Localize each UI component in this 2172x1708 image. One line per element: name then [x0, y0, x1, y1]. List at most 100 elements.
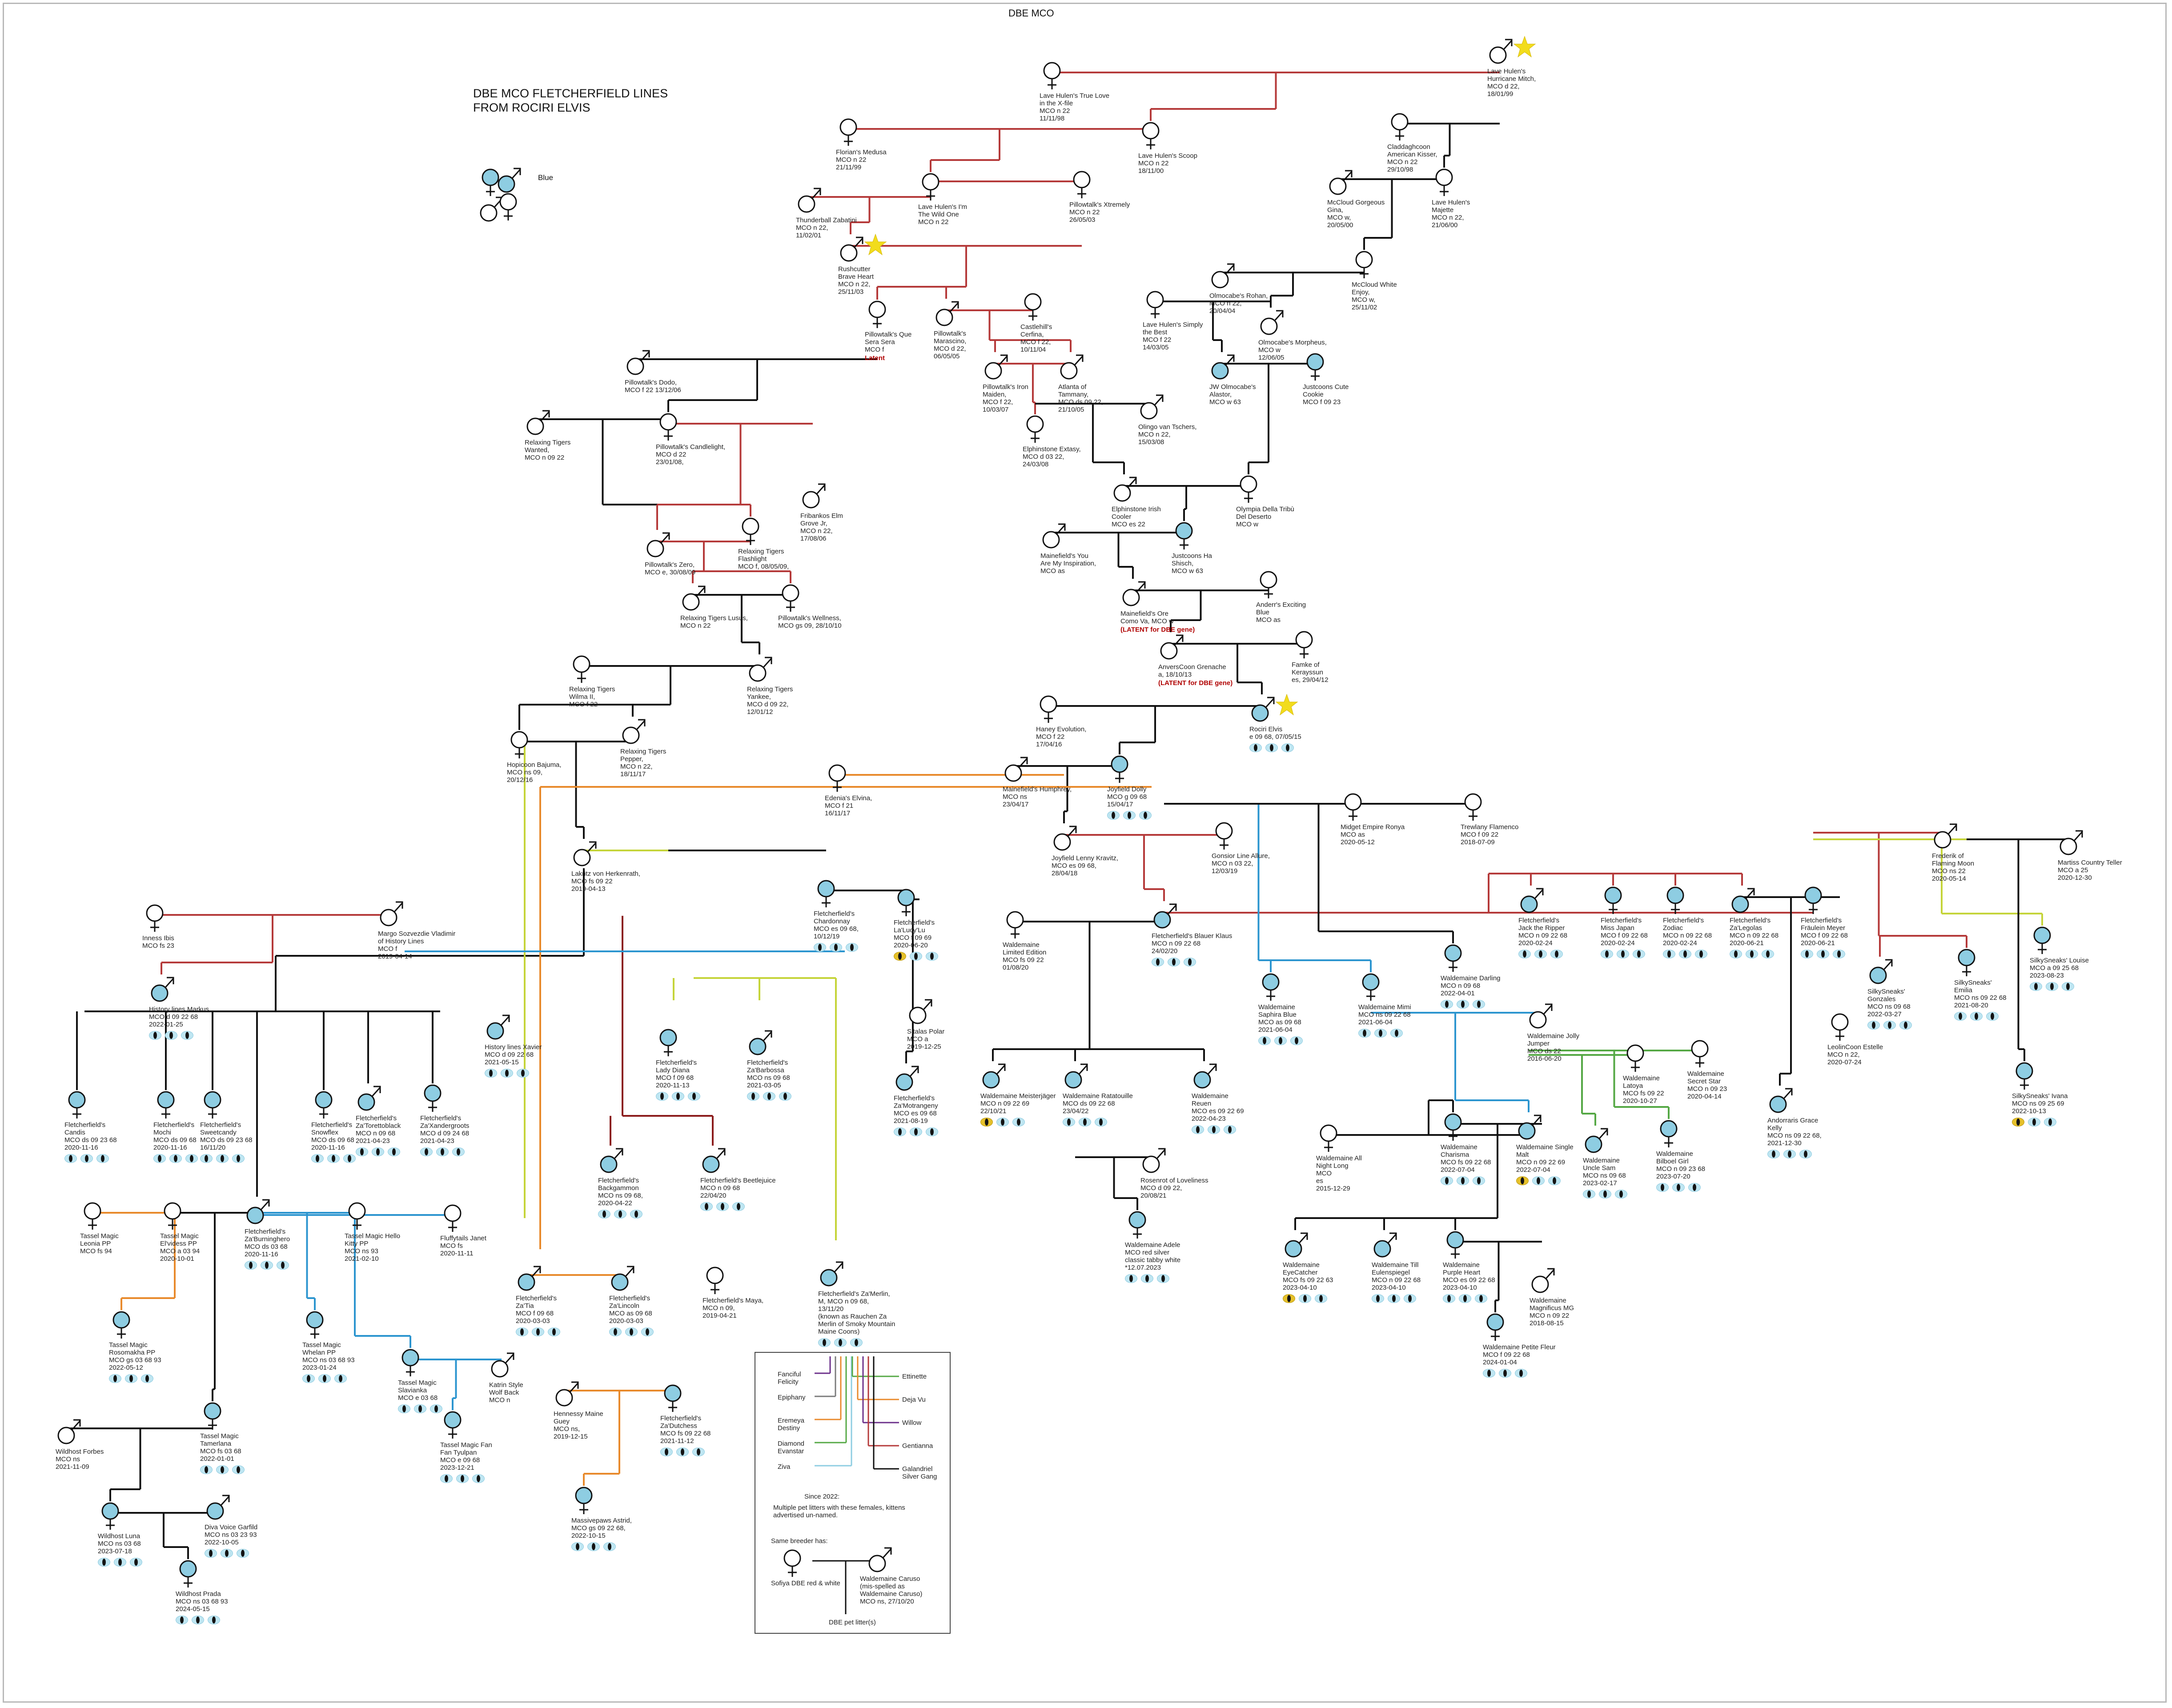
cat-node-rohan: Olmocabe's Rohan, MCO n 22, 20/04/04	[1209, 260, 1343, 315]
blue-eye-icon	[472, 1474, 485, 1483]
blue-eye-icon	[1688, 1183, 1701, 1192]
female-symbol-icon	[200, 1400, 227, 1431]
female-symbol-icon	[825, 762, 851, 794]
cat-label: Tassel Magic Rosomakha PP MCO gs 03 68 9…	[109, 1341, 161, 1371]
blue-eye-icon	[1249, 743, 1262, 752]
cat-label: McCloud White Enjoy, MCO w, 25/11/02	[1352, 281, 1397, 311]
cat-node-mimi: Waldemaine Mimi MCO ns 09 22 68 2021-06-…	[1358, 971, 1492, 1038]
blue-eye-icon	[64, 1154, 77, 1163]
blue-eye-icon	[1139, 811, 1152, 820]
female-symbol-icon	[1040, 60, 1066, 91]
blue-eye-icon	[732, 1202, 745, 1211]
cat-node-adele: Waldemaine Adele MCO red silver classic …	[1125, 1209, 1258, 1283]
cat-node-tassel-elvides: Tassel Magic El'videss PP MCO a 03 94 20…	[160, 1200, 293, 1263]
cat-label: Mainefield's Humphrey, MCO ns 23/04/17	[1003, 786, 1072, 808]
cat-label: Waldemaine Magnificus MG MCO n 09 22 201…	[1530, 1297, 1574, 1327]
cat-node-midget-ronya: Midget Empire Ronya MCO as 2020-05-12	[1341, 791, 1474, 846]
female-symbol-icon	[1341, 791, 1367, 822]
cat-label: Fletcherfield's Jack the Ripper MCO n 09…	[1518, 917, 1568, 947]
blue-eye-icon	[334, 1374, 347, 1383]
female-symbol-icon	[1256, 569, 1283, 600]
blue-eye-icon	[517, 1069, 529, 1078]
female-symbol-icon	[814, 878, 840, 909]
cat-node-snowflex: Fletcherfield's Snowflex MCO ds 09 68 20…	[311, 1089, 445, 1163]
eye-color-icons	[571, 1542, 705, 1551]
cat-label: Massivepaws Astrid, MCO gs 09 22 68, 202…	[571, 1517, 632, 1540]
cat-node-emilia: SilkySneaks' Emilia MCO ns 09 22 68 2021…	[1954, 947, 2088, 1021]
female-symbol-icon	[1172, 520, 1198, 551]
cat-label: Wildhost Prada MCO ns 03 68 93 2024-05-1…	[176, 1590, 228, 1613]
cat-label: Joyfield Dolly MCO g 09 68 15/04/17	[1107, 786, 1147, 808]
cat-label: Waldemaine Darling MCO n 09 68 2022-04-0…	[1441, 974, 1501, 997]
cat-node-haney-evolution: Haney Evolution, MCO f 22 17/04/16	[1036, 694, 1169, 748]
female-symbol-icon	[1003, 909, 1029, 940]
cat-label: Gonsior Line Allure, MCO n 03 22, 12/03/…	[1212, 852, 1270, 875]
blue-eye-icon	[1799, 1150, 1812, 1159]
female-symbol-icon	[478, 167, 505, 200]
cat-label: Margo Sozvezdie Vladimir of History Line…	[378, 930, 456, 960]
female-symbol-icon	[1432, 167, 1458, 198]
cat-node-louise: SilkySneaks' Louise MCO a 09 25 68 2023-…	[2030, 925, 2163, 991]
eye-color-icons	[64, 1154, 198, 1163]
cat-node-backgammon: Fletcherfield's Backgammon MCO ns 09 68,…	[598, 1145, 731, 1219]
legend-male-name: Gentianna	[902, 1442, 933, 1450]
male-symbol-icon	[2058, 827, 2084, 858]
female-symbol-icon	[507, 729, 534, 760]
eye-color-icons	[818, 1338, 952, 1347]
cat-label: Fletcherfield's Snowflex MCO ds 09 68 20…	[311, 1121, 354, 1151]
eye-color-icons	[1663, 950, 1796, 958]
gold-eye-icon	[894, 952, 906, 961]
eye-color-icons	[700, 1202, 834, 1211]
male-symbol-icon	[1112, 473, 1138, 505]
eye-color-icons	[311, 1154, 445, 1163]
blue-eye-icon	[436, 1147, 449, 1156]
female-symbol-icon	[64, 1089, 91, 1120]
cat-label: Hennessy Maine Guey MCO ns, 2019-12-15	[554, 1410, 603, 1440]
blue-eye-icon	[1358, 1029, 1371, 1038]
cat-label: Fletcherfield's Candis MCO ds 09 23 68 2…	[64, 1121, 117, 1151]
star-icon	[1275, 694, 1298, 719]
blue-eye-icon	[440, 1474, 453, 1483]
female-symbol-icon	[109, 1309, 136, 1340]
cat-label: Lave Hulen's Hurricane Mitch, MCO d 22, …	[1487, 68, 1536, 98]
cat-node-maine-humphrey: Mainefield's Humphrey, MCO ns 23/04/17	[1003, 754, 1136, 808]
cat-label: Waldemaine Meisterjäger MCO n 09 22 69 2…	[980, 1092, 1056, 1115]
cat-label: History lines Markus MCO d 09 22 68 2022…	[149, 1006, 209, 1028]
cat-label: Tassel Magic Hello Kitty PP MCO ns 93 20…	[345, 1232, 401, 1263]
blue-eye-icon	[763, 1092, 775, 1101]
blue-eye-icon	[109, 1374, 121, 1383]
cat-label: Pillowtalk's Marascino, MCO d 22, 06/05/…	[934, 330, 967, 360]
cat-label: Diva Voice Garfild MCO ns 03 23 93 2022-…	[205, 1524, 258, 1546]
cat-label: Fletcherfield's Za'Lincoln MCO as 09 68 …	[609, 1295, 652, 1325]
cat-label: Relaxing Tigers Wanted, MCO n 09 22	[525, 439, 571, 461]
legend-male-name: Deja Vu	[902, 1396, 926, 1403]
eye-color-icons	[1249, 743, 1383, 752]
cat-node-martiss: Martiss Country Teller MCO a 25 2020-12-…	[2058, 827, 2172, 882]
cat-node-gonzales: SilkySneaks' Gonzales MCO ns 09 68 2022-…	[1867, 956, 2001, 1030]
chart-title-line2: FROM ROCIRI ELVIS	[473, 101, 590, 114]
male-symbol-icon	[378, 898, 405, 929]
cat-label: Elphinstone Extasy, MCO d 03 22, 24/03/0…	[1023, 445, 1081, 468]
cat-label: AnversCoon Grenache a, 18/10/13	[1158, 663, 1226, 678]
cat-label: Waldemaine Adele MCO red silver classic …	[1125, 1241, 1181, 1271]
male-symbol-icon	[980, 1060, 1007, 1091]
cat-node-maya: Fletcherfield's Maya, MCO n 09, 2019-04-…	[703, 1265, 836, 1319]
cat-label: Tassel Magic Leonia PP MCO fs 94	[80, 1232, 119, 1255]
cat-node-jack-ripper: Fletcherfield's Jack the Ripper MCO n 09…	[1518, 885, 1652, 958]
male-symbol-icon	[598, 1145, 625, 1176]
cat-label: Fletcherfield's Backgammon MCO ns 09 68,…	[598, 1177, 643, 1207]
female-symbol-icon	[1352, 249, 1378, 280]
cat-node-history-markus: History lines Markus MCO d 09 22 68 2022…	[149, 974, 282, 1040]
blue-eye-icon	[221, 1549, 233, 1558]
female-symbol-icon	[160, 1200, 187, 1231]
cat-label: Fletcherfield's Za'Dutchess MCO fs 09 22…	[660, 1415, 711, 1445]
gold-eye-icon	[980, 1118, 993, 1127]
cat-node-night-long: Waldemaine All Night Long MCO es 2015-12…	[1316, 1123, 1449, 1192]
cat-node-latoya: Waldemaine Latoya MCO fs 09 22 2020-10-2…	[1623, 1042, 1756, 1105]
eye-color-icons	[1107, 811, 1241, 820]
cat-node-xtremely: Pillowtalk's Xtremely MCO n 22 26/05/03	[1069, 169, 1203, 224]
cat-node-magnificus: Waldemaine Magnificus MG MCO n 09 22 201…	[1530, 1265, 1663, 1327]
legend-since-note: Since 2022:	[804, 1493, 840, 1500]
blue-eye-icon	[200, 1465, 213, 1474]
blue-eye-icon	[548, 1327, 560, 1336]
